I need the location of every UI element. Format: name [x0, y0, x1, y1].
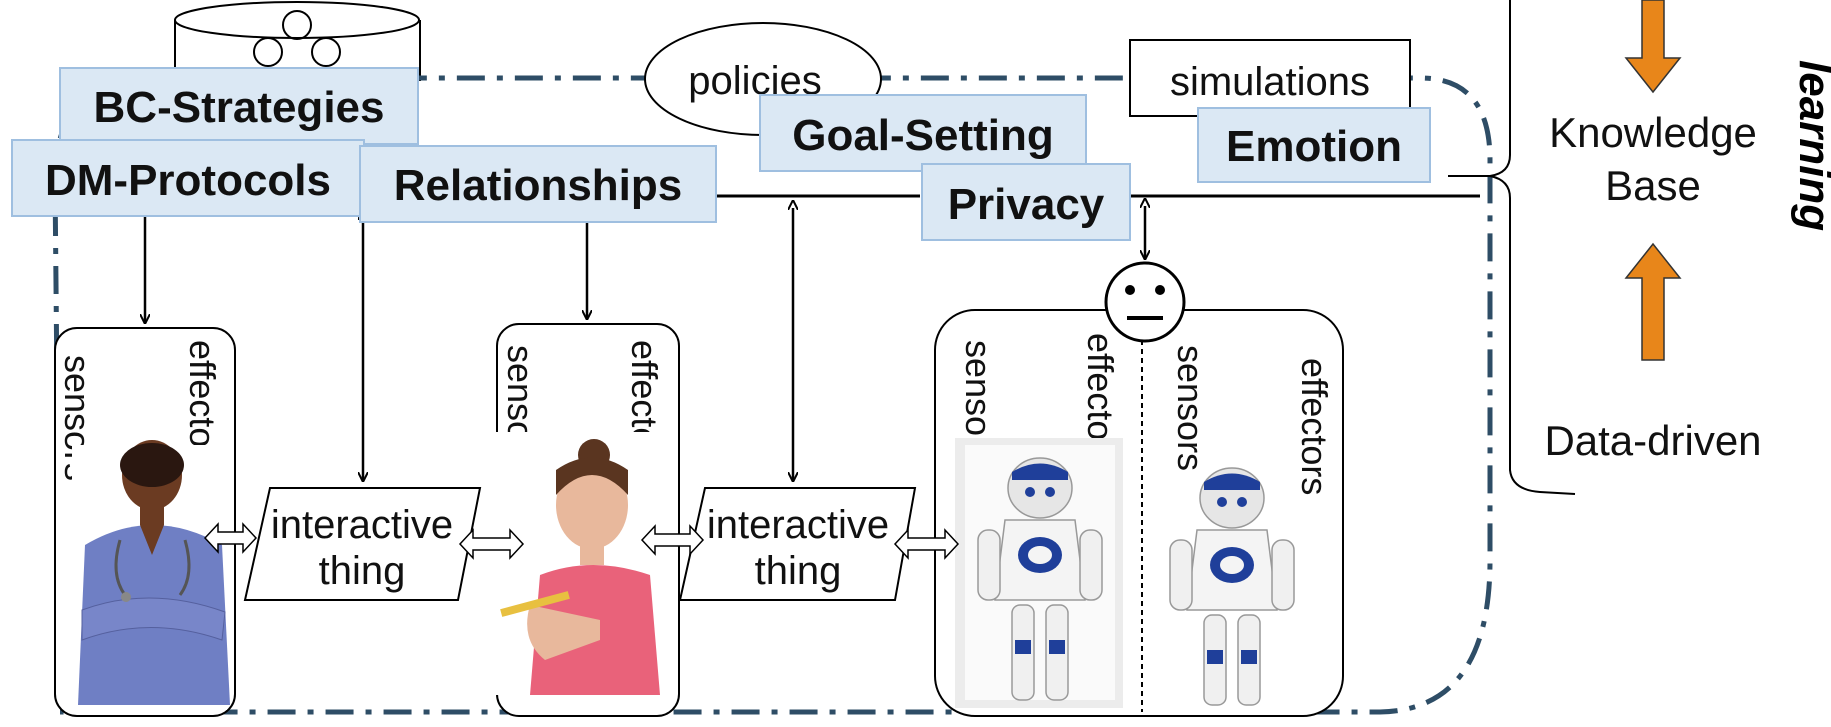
nurse-image — [72, 440, 230, 710]
knowledge-base-line2: Base — [1605, 162, 1701, 209]
interactive-thing-1: interactive thing — [243, 487, 482, 601]
robot-a-image — [955, 438, 1123, 708]
data-driven-label: Data-driven — [1544, 417, 1761, 464]
privacy-label: Privacy — [948, 180, 1105, 229]
interactive-thing-2-line1: interactive — [707, 503, 889, 547]
tag-bc-strategies: BC-Strategies — [59, 67, 419, 145]
connector-arrows — [145, 206, 1145, 480]
tag-privacy: Privacy — [921, 163, 1131, 241]
emotion-label: Emotion — [1226, 122, 1402, 171]
interactive-thing-2: interactive thing — [678, 487, 917, 601]
robot-b-image — [1169, 467, 1295, 706]
interactive-thing-1-line2: thing — [319, 549, 406, 593]
learning-label: learning — [1790, 60, 1831, 231]
patient-image — [482, 432, 660, 695]
interactive-thing-2-line2: thing — [755, 549, 842, 593]
relationships-label: Relationships — [394, 161, 683, 210]
dm-protocols-label: DM-Protocols — [45, 156, 331, 205]
tag-relationships: Relationships — [359, 145, 717, 223]
robot-b-effectors-label: effectors — [1294, 358, 1335, 495]
robot-b-sensors-label: sensors — [1170, 345, 1211, 471]
simulations-node: simulations — [1129, 39, 1411, 117]
simulations-label: simulations — [1170, 60, 1370, 104]
down-arrow-icon — [1624, 0, 1682, 94]
double-arrow-icon — [203, 522, 960, 560]
knowledge-database-icon — [174, 1, 421, 81]
bc-strategies-label: BC-Strategies — [94, 83, 385, 132]
tag-emotion: Emotion — [1197, 107, 1431, 183]
knowledge-base-line1: Knowledge — [1549, 109, 1757, 156]
goal-setting-label: Goal-Setting — [792, 111, 1054, 160]
neutral-face-icon — [1104, 261, 1186, 343]
tag-dm-protocols: DM-Protocols — [11, 139, 365, 217]
tag-goal-setting: Goal-Setting — [759, 94, 1087, 172]
interactive-thing-1-line1: interactive — [271, 503, 453, 547]
up-arrow-icon — [1624, 242, 1682, 361]
knowledge-brace — [1448, 0, 1576, 495]
